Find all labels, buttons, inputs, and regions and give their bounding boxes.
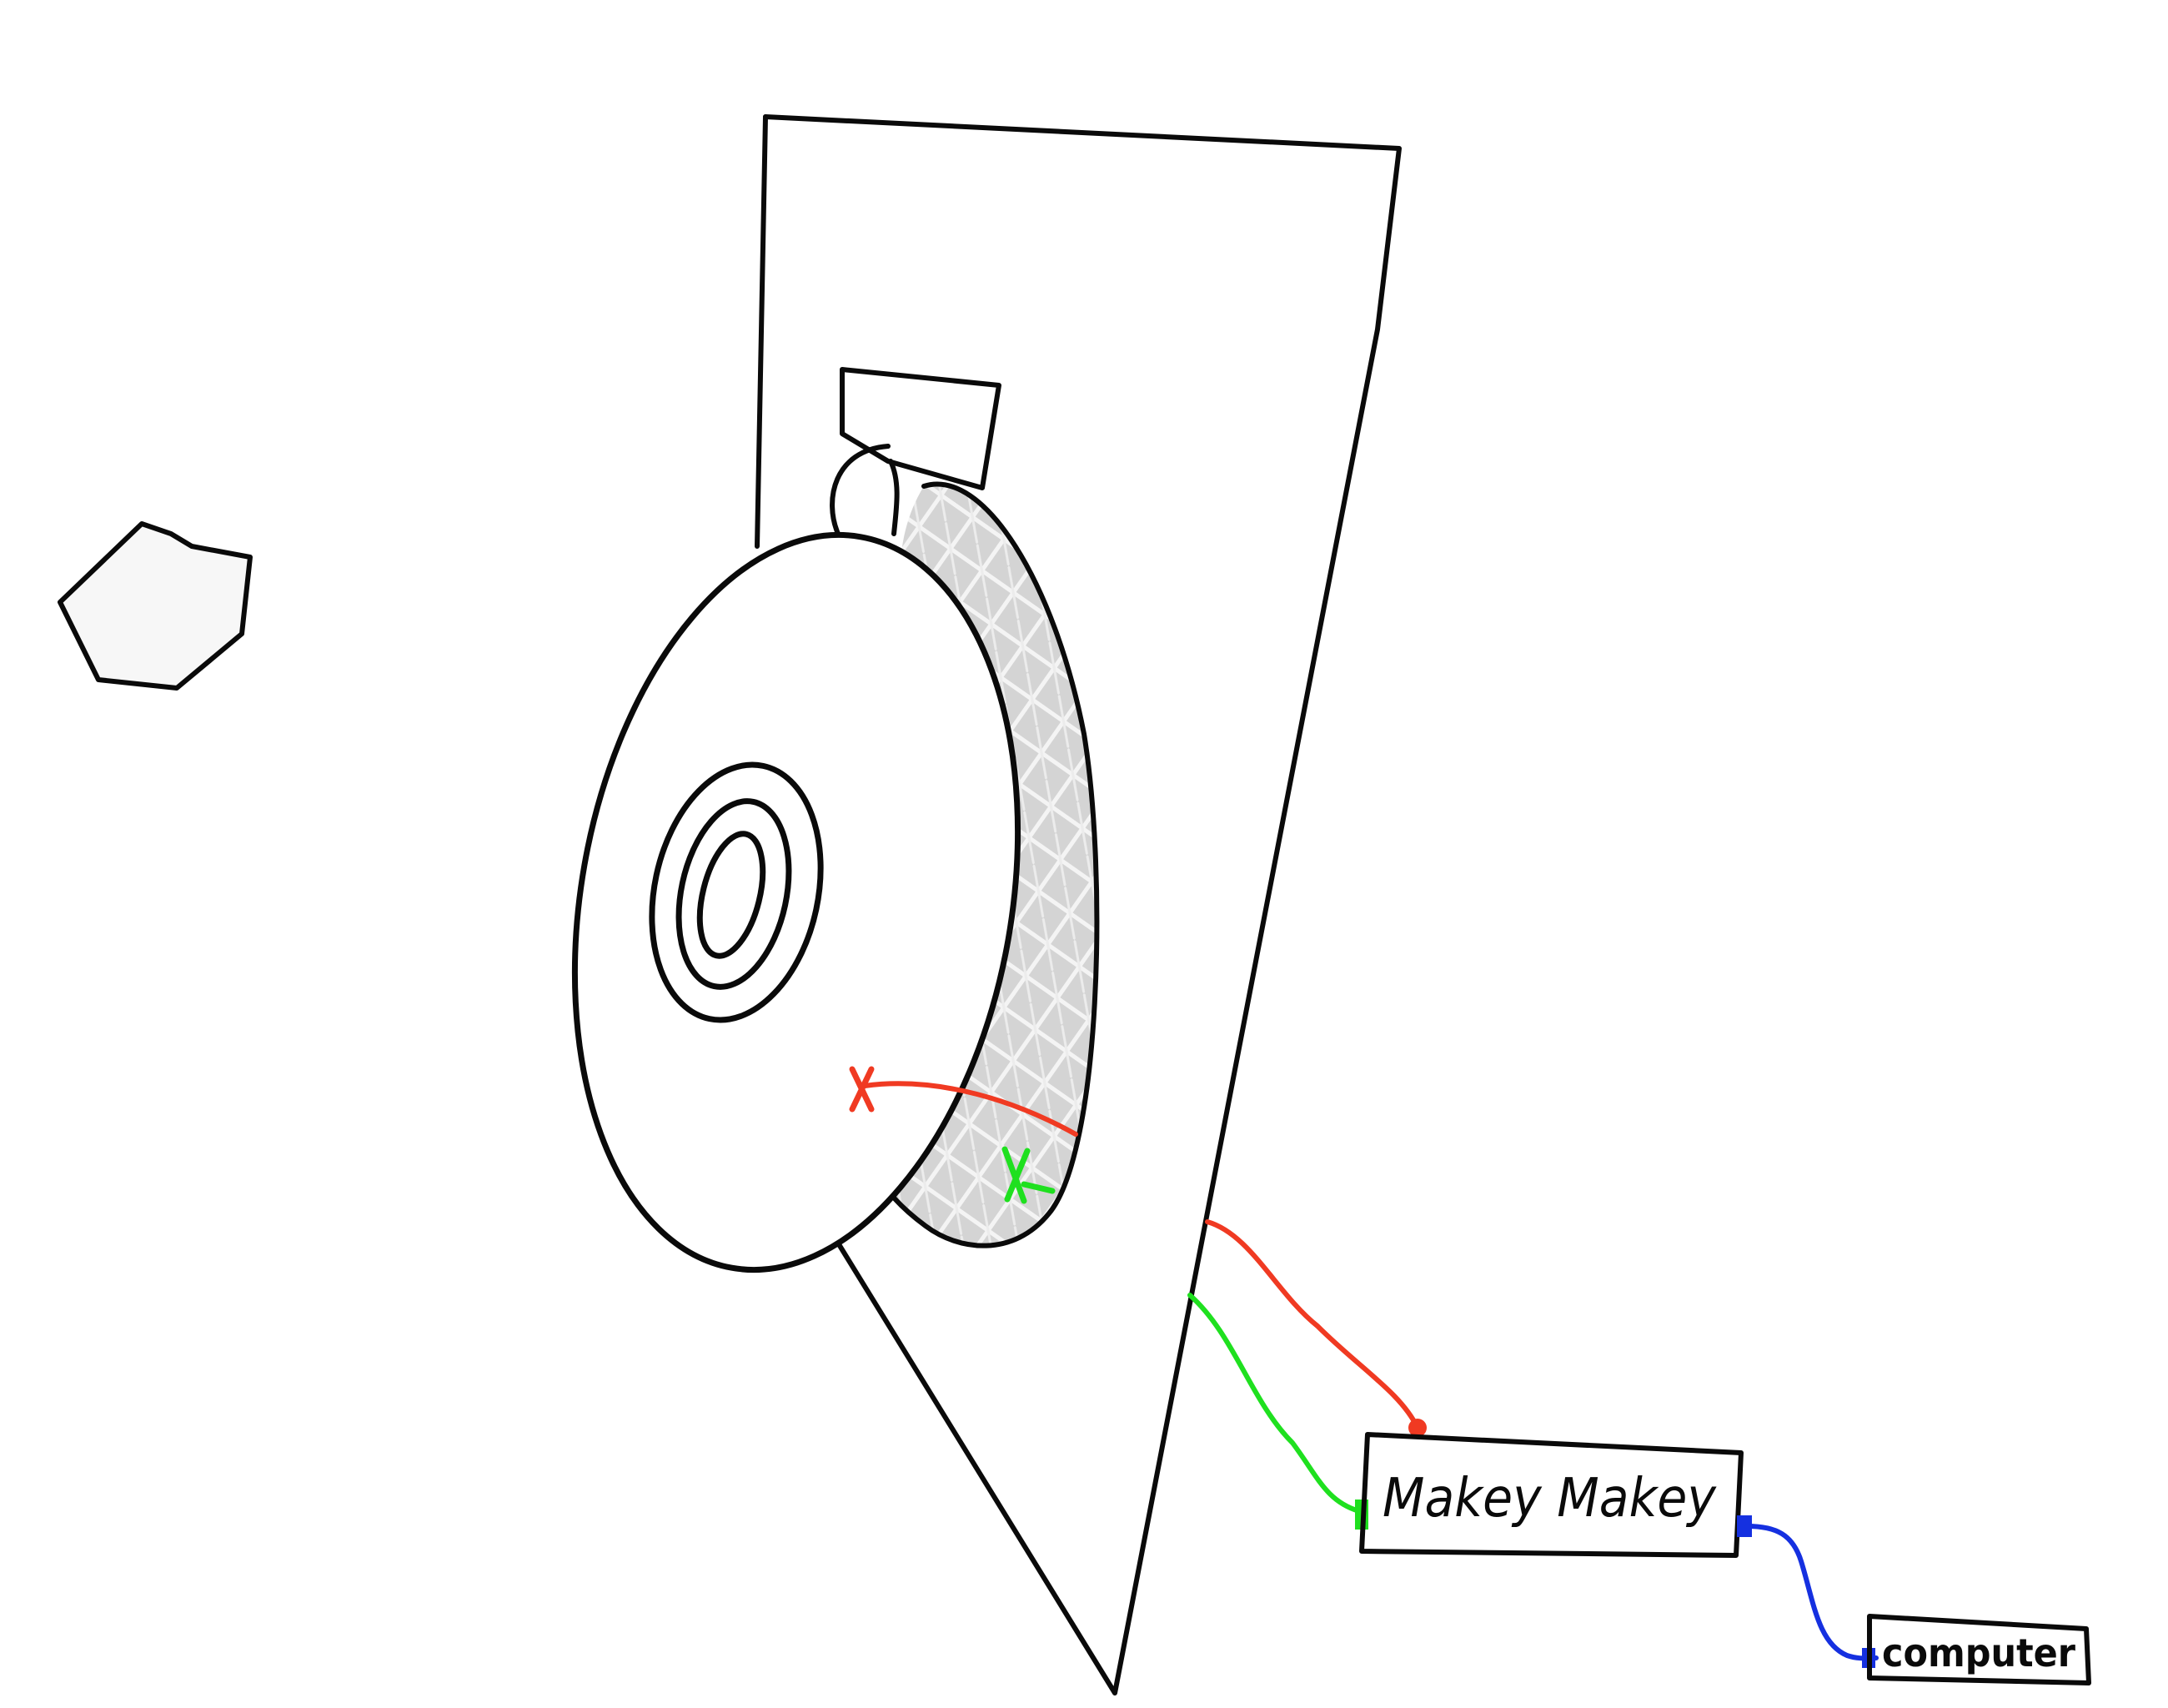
mount-bridge (888, 459, 900, 536)
red-contact-wire (862, 1081, 1078, 1137)
red-wire (1205, 1219, 1420, 1430)
disc-ring-middle (675, 798, 792, 990)
makey-makey-box (1359, 1432, 1744, 1558)
top-mount-block (840, 367, 1001, 490)
mount-curl (830, 444, 891, 536)
rock-shape (58, 521, 253, 691)
computer-label: computer (1882, 1630, 2075, 1675)
green-wire (1187, 1293, 1362, 1514)
back-board (763, 114, 1402, 1695)
hatched-roller-outline (873, 481, 1100, 1248)
disc-ring-outer (649, 761, 824, 1023)
red-wire-clip (1408, 1419, 1427, 1437)
makey-makey-label: Makey Makey (1383, 1468, 1717, 1530)
disc-ring-inner (696, 831, 766, 959)
green-x-mark (1001, 1146, 1056, 1204)
computer-box (1867, 1614, 2091, 1685)
red-x-mark (849, 1066, 875, 1113)
back-board-left-edge (755, 114, 768, 549)
blue-wire (1744, 1524, 1879, 1661)
